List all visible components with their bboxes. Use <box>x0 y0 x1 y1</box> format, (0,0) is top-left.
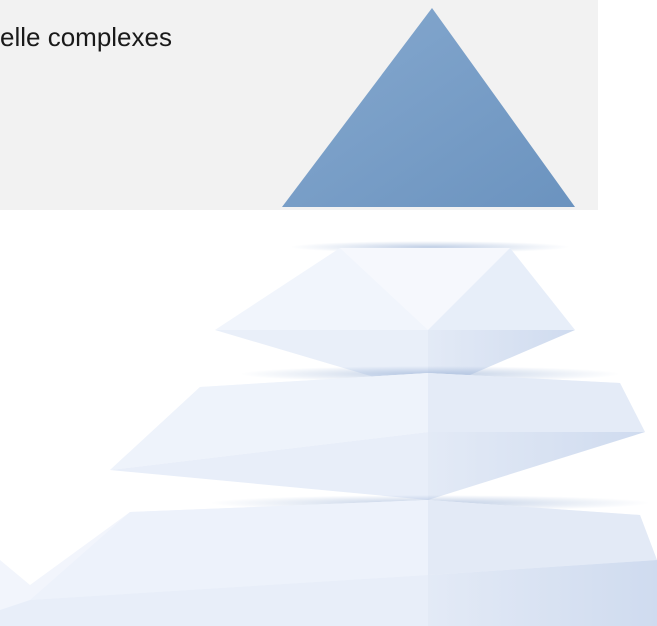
pyramid-apex <box>282 8 575 207</box>
caption-text: elle complexes <box>0 22 172 52</box>
pyramid-tier-3 <box>0 495 657 626</box>
pyramid-tier-2 <box>110 366 645 500</box>
